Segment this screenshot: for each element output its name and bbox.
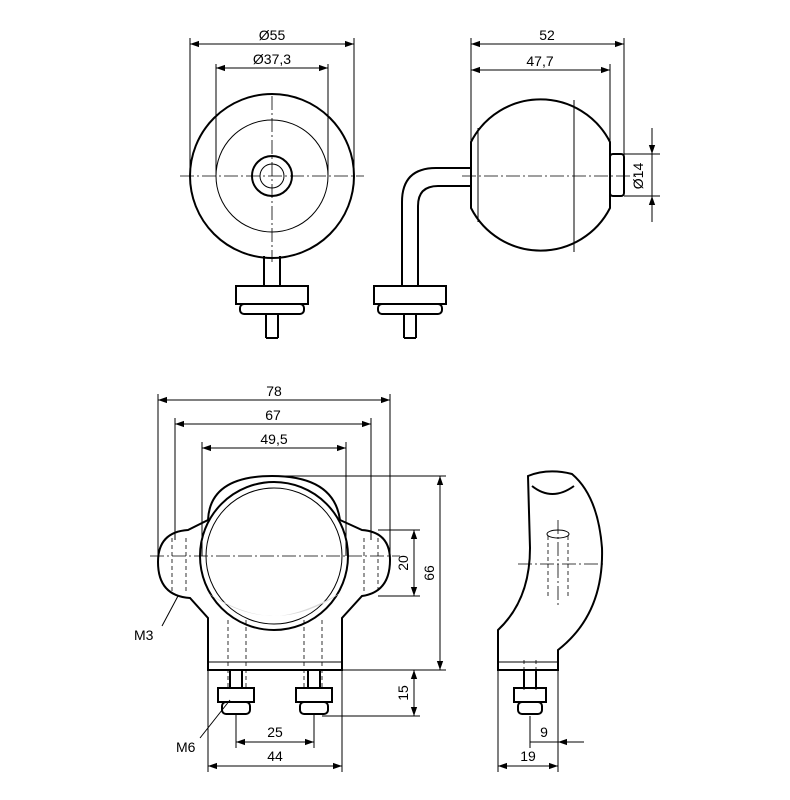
clamp-side-top-cut (531, 485, 575, 495)
m6-thread-label: M6 (176, 739, 196, 755)
side-thread (403, 314, 417, 339)
clamp-side-nut (513, 687, 547, 703)
side-offset-label: 9 (540, 724, 548, 740)
clamp-washer-left (221, 701, 251, 715)
front-view: Ø55 Ø37,3 (180, 27, 364, 339)
clamp-body (156, 474, 392, 671)
clamp-boss-height-label: 20 (395, 555, 411, 571)
side-view: 52 47,7 Ø14 (373, 27, 660, 339)
clamp-nut-left (217, 687, 255, 703)
clamp-washer-right (299, 701, 329, 715)
clamp-side-body (497, 470, 604, 671)
clamp-mount-width-label: 67 (265, 407, 281, 423)
side-nut (373, 285, 447, 305)
clamp-inner-shadow (206, 592, 342, 616)
side-bent-stem (401, 167, 471, 286)
front-thread (265, 314, 279, 339)
base-width-label: 44 (267, 748, 283, 764)
front-inner-diameter-label: Ø37,3 (253, 51, 291, 67)
clamp-stud-right (306, 670, 322, 715)
clamp-side-stud-hidden (523, 660, 537, 690)
clamp-width-label: 78 (266, 383, 282, 399)
clamp-bolt-left-hidden (227, 620, 247, 690)
clamp-front-view: 78 67 49,5 20 66 15 25 44 (134, 383, 446, 772)
clamp-side-hole-hidden (547, 536, 569, 596)
clamp-opening-label: 49,5 (260, 431, 287, 447)
clamp-side-hole-top (546, 529, 570, 539)
bolt-spacing-label: 25 (267, 724, 283, 740)
clamp-boss-right-hidden (363, 538, 379, 592)
side-depth-label: 19 (520, 748, 536, 764)
m6-leader (199, 699, 231, 739)
front-nut (235, 285, 309, 305)
front-washer (239, 303, 305, 315)
clamp-height-label: 66 (421, 565, 437, 581)
clamp-bolt-right-hidden (303, 620, 323, 690)
side-washer (377, 303, 443, 315)
m3-thread-label: M3 (134, 627, 154, 643)
clamp-stud-left (228, 670, 244, 715)
front-outer-diameter-label: Ø55 (259, 27, 286, 43)
front-stem (263, 256, 281, 286)
side-stud-diameter-label: Ø14 (630, 163, 646, 190)
clamp-side-washer (517, 701, 543, 715)
clamp-nut-right (295, 687, 333, 703)
side-width-label: 52 (539, 27, 555, 43)
side-lens-stud (609, 153, 625, 197)
clamp-boss-left-hidden (171, 538, 187, 592)
side-width-inner-label: 47,7 (526, 53, 553, 69)
m3-leader (161, 595, 179, 627)
clamp-side-view: 9 19 (497, 470, 604, 772)
stud-length-label: 15 (395, 685, 411, 701)
side-housing (470, 98, 611, 252)
